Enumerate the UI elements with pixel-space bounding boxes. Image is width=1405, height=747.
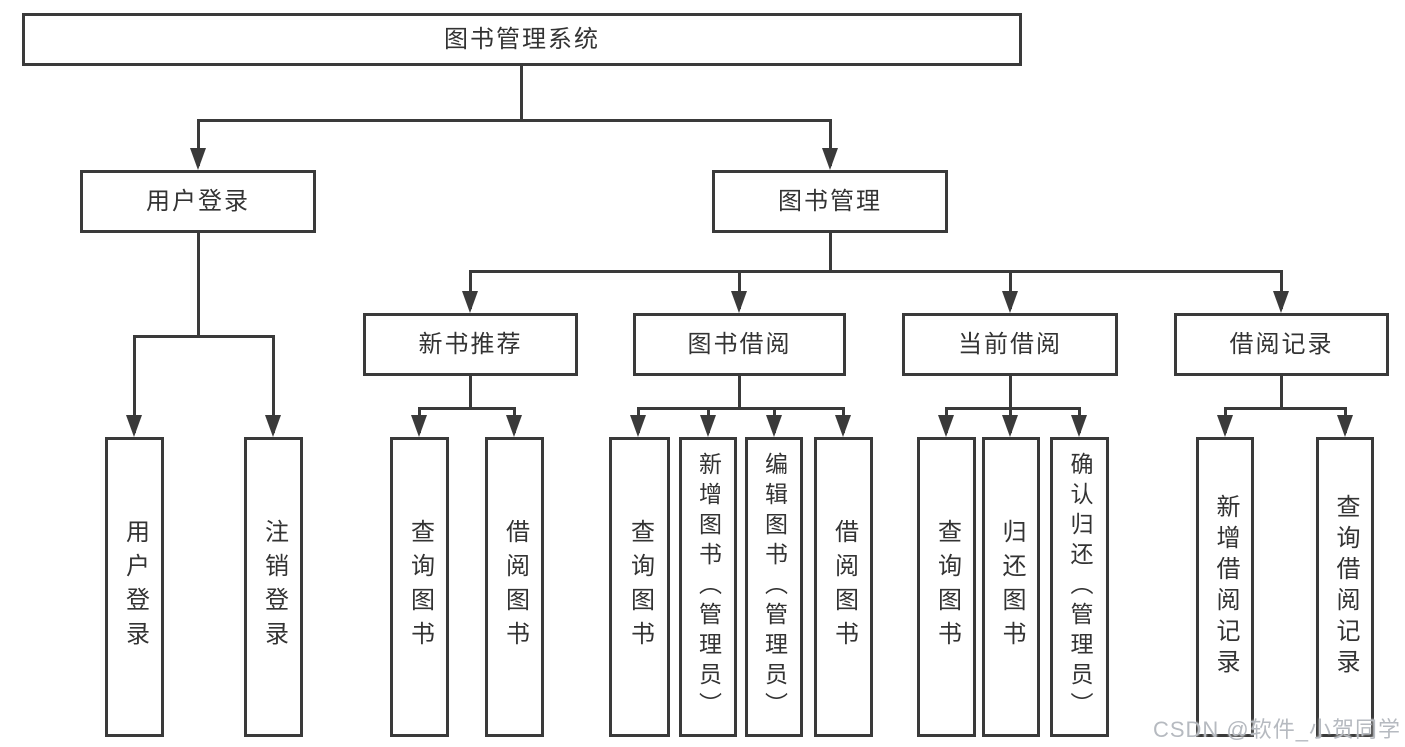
connector-hline (944, 407, 1081, 410)
arrow-down-icon (1002, 415, 1018, 437)
node-label-leaf-borrow-book-1: 借阅图书 (501, 519, 529, 655)
connector-arrow-shaft (1008, 270, 1012, 309)
arrow-down-icon (1002, 291, 1018, 313)
arrow-down-icon (1273, 291, 1289, 313)
arrow-down-icon (731, 291, 747, 313)
node-label-leaf-query-book-2: 查询图书 (626, 519, 654, 655)
csdn-watermark: CSDN @软件_小贺同学 (1152, 717, 1401, 742)
node-label-root-system: 图书管理系统 (444, 25, 600, 53)
node-label-book-management: 图书管理 (778, 187, 882, 215)
connector-arrow-shaft (828, 119, 832, 166)
connector-hline (196, 119, 832, 122)
connector-arrow-shaft (468, 270, 472, 309)
node-label-leaf-return-book: 归还图书 (998, 519, 1025, 655)
connector-vline (519, 66, 523, 121)
node-leaf-return-book: 归还图书 (982, 437, 1040, 737)
node-label-leaf-edit-book: 编辑图书（管理员） (761, 452, 788, 722)
node-label-leaf-user-login: 用户登录 (121, 519, 149, 655)
node-leaf-query-book-1: 查询图书 (390, 437, 449, 737)
node-leaf-logout: 注销登录 (244, 437, 303, 737)
node-leaf-borrow-book-2: 借阅图书 (814, 437, 873, 737)
arrow-down-icon (822, 148, 838, 170)
node-label-new-book-recommend: 新书推荐 (418, 330, 523, 358)
arrow-down-icon (1217, 415, 1233, 437)
arrow-down-icon (766, 415, 782, 437)
connector-arrow-shaft (1279, 270, 1283, 309)
connector-vline (737, 376, 741, 409)
node-label-leaf-query-book-1: 查询图书 (406, 519, 434, 655)
connector-hline (417, 407, 516, 410)
node-label-current-borrow: 当前借阅 (958, 330, 1062, 358)
arrow-down-icon (265, 415, 281, 437)
node-leaf-confirm-return: 确认归还（管理员） (1050, 437, 1109, 737)
arrow-down-icon (835, 415, 851, 437)
connector-hline (132, 335, 275, 338)
node-leaf-borrow-book-1: 借阅图书 (485, 437, 544, 737)
node-new-book-recommend: 新书推荐 (363, 313, 578, 376)
arrow-down-icon (1337, 415, 1353, 437)
connector-vline (828, 233, 832, 272)
node-label-leaf-query-borrow-record: 查询借阅记录 (1332, 494, 1359, 680)
node-leaf-query-borrow-record: 查询借阅记录 (1316, 437, 1374, 737)
node-leaf-query-book-3: 查询图书 (917, 437, 976, 737)
connector-vline (1008, 376, 1012, 409)
node-label-leaf-logout: 注销登录 (260, 519, 288, 655)
node-current-borrow: 当前借阅 (902, 313, 1118, 376)
connector-vline (196, 233, 200, 337)
connector-hline (1223, 407, 1347, 410)
arrow-down-icon (938, 415, 954, 437)
arrow-down-icon (630, 415, 646, 437)
node-user-login: 用户登录 (80, 170, 316, 233)
node-label-book-borrow: 图书借阅 (687, 330, 792, 358)
connector-hline (636, 407, 845, 410)
connector-vline (1279, 376, 1283, 409)
node-book-borrow: 图书借阅 (633, 313, 846, 376)
node-root-system: 图书管理系统 (22, 13, 1022, 66)
node-leaf-user-login: 用户登录 (105, 437, 164, 737)
connector-arrow-shaft (196, 119, 200, 166)
arrow-down-icon (700, 415, 716, 437)
arrow-down-icon (190, 148, 206, 170)
arrow-down-icon (462, 291, 478, 313)
arrow-down-icon (1071, 415, 1087, 437)
node-label-leaf-borrow-book-2: 借阅图书 (830, 519, 858, 655)
node-label-leaf-confirm-return: 确认归还（管理员） (1067, 452, 1093, 722)
node-leaf-query-book-2: 查询图书 (609, 437, 670, 737)
connector-arrow-shaft (271, 335, 275, 433)
node-leaf-add-book: 新增图书（管理员） (679, 437, 737, 737)
node-leaf-add-borrow-record: 新增借阅记录 (1196, 437, 1254, 737)
arrow-down-icon (126, 415, 142, 437)
connector-arrow-shaft (132, 335, 136, 433)
arrow-down-icon (411, 415, 427, 437)
node-book-management: 图书管理 (712, 170, 948, 233)
arrow-down-icon (506, 415, 522, 437)
node-label-borrow-records: 借阅记录 (1229, 330, 1334, 358)
node-label-user-login: 用户登录 (146, 187, 250, 215)
connector-arrow-shaft (737, 270, 741, 309)
node-leaf-edit-book: 编辑图书（管理员） (745, 437, 803, 737)
node-label-leaf-query-book-3: 查询图书 (933, 519, 961, 655)
node-label-leaf-add-book: 新增图书（管理员） (695, 452, 722, 722)
connector-vline (468, 376, 472, 409)
connector-hline (468, 270, 1283, 273)
node-borrow-records: 借阅记录 (1174, 313, 1389, 376)
node-label-leaf-add-borrow-record: 新增借阅记录 (1212, 494, 1239, 680)
